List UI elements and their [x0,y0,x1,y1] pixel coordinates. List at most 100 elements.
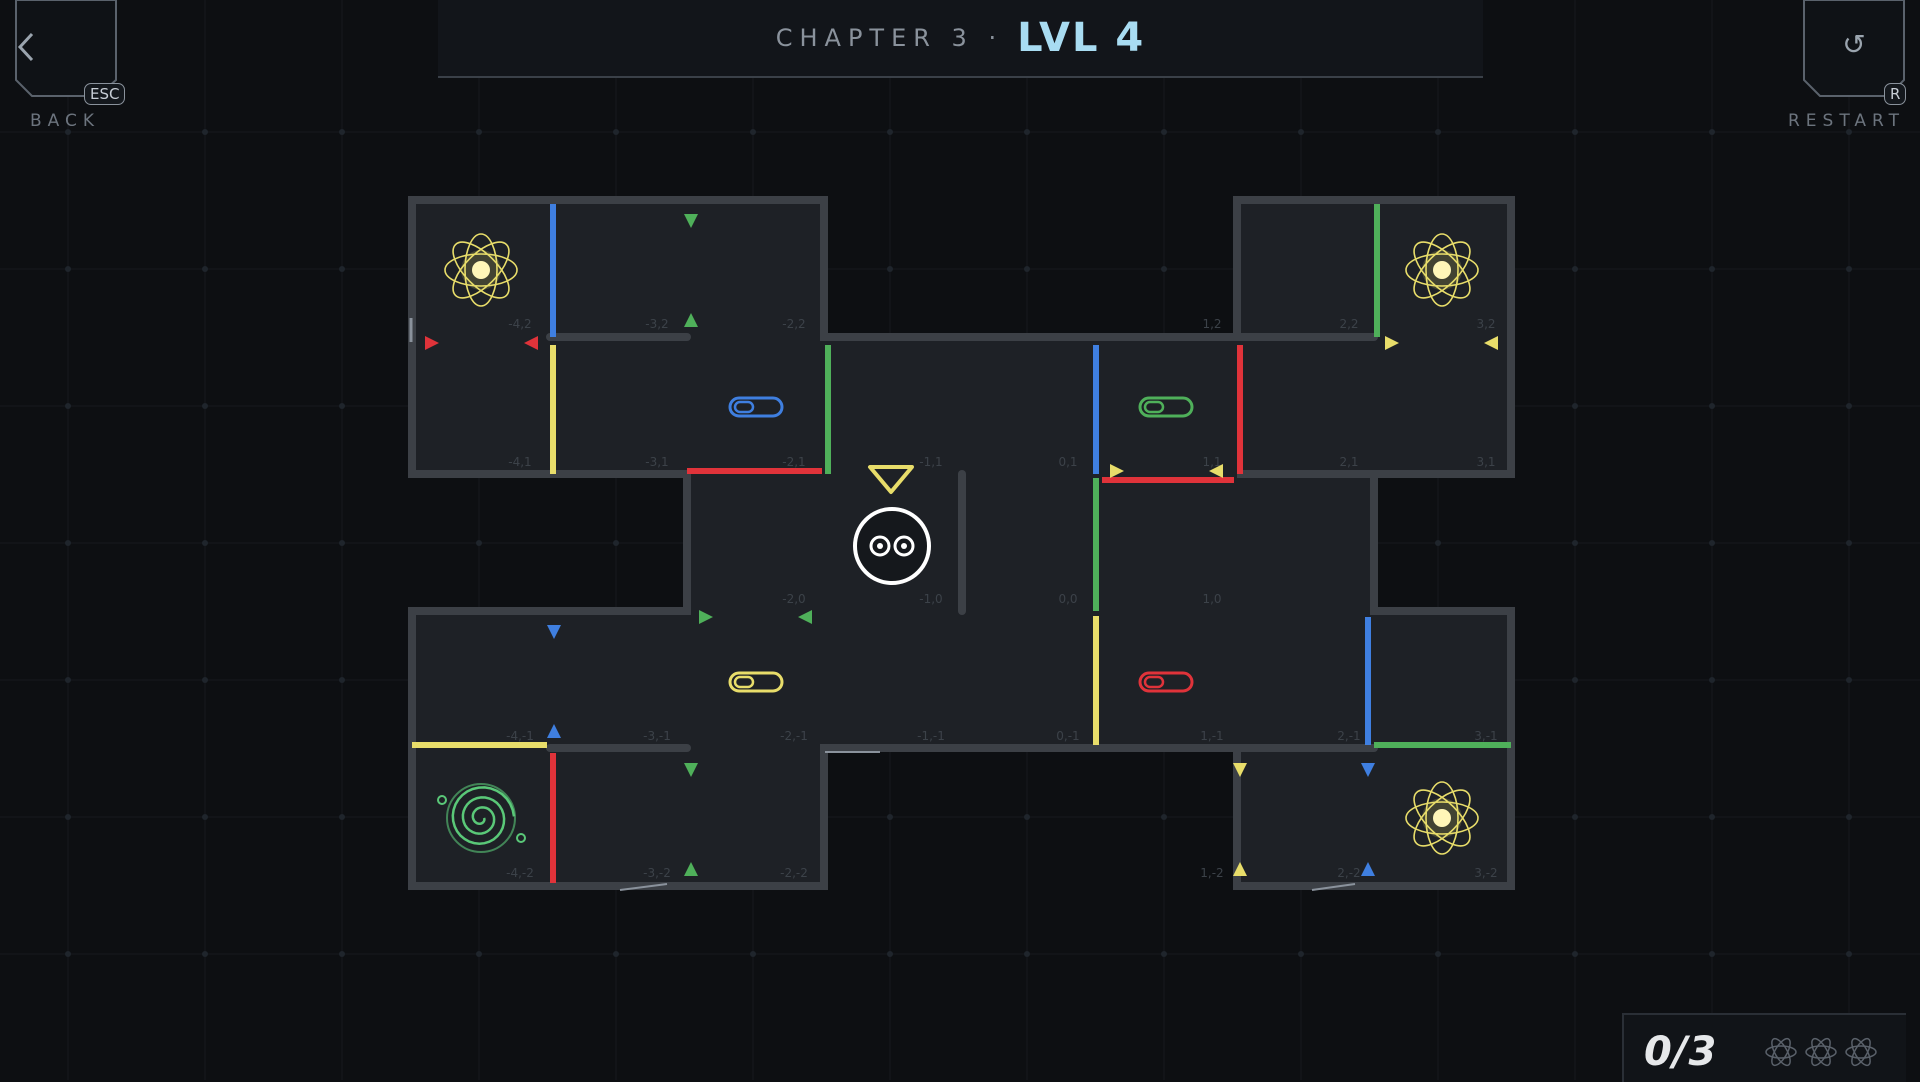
grid-dot [750,951,756,957]
grid-dot [613,951,619,957]
yellow-arrow-left [1209,464,1223,478]
red-arrow-right [425,336,439,350]
atom-slot-icon [1765,1037,1797,1067]
grid-dot [202,814,208,820]
atom-slot-icon [1805,1037,1837,1067]
level-header: CHAPTER 3 · LVL 4 [438,0,1483,78]
grid-dot [613,129,619,135]
grid-dot [476,951,482,957]
grid-dot [1572,814,1578,820]
grid-dot [202,266,208,272]
cell-label: 0,1 [1058,455,1077,469]
grid-dot [339,677,345,683]
grid-dot [65,403,71,409]
cell-label: -3,1 [645,455,668,469]
blue-arrow-down [547,625,561,639]
yellow-arrow-left [1484,336,1498,350]
grid-dot [750,129,756,135]
red-arrow-left [524,336,538,350]
grid-dot [1572,951,1578,957]
grid-dot [202,677,208,683]
atom-ne-icon [1405,233,1479,307]
cell-label: -1,-1 [917,729,945,743]
green-arrow-down [684,763,698,777]
grid-dot [1161,266,1167,272]
grid-dot [887,266,893,272]
cell-label: 0,-1 [1056,729,1079,743]
grid-dot [1846,129,1852,135]
grid-dot [65,266,71,272]
blue-arrow-down [1361,763,1375,777]
red-key-capsule [1138,671,1194,693]
cell-label: -4,1 [508,455,531,469]
grid-dot [1572,129,1578,135]
cell-label: 1,0 [1202,592,1221,606]
cell-label: 1,2 [1202,317,1221,331]
grid-dot [1846,266,1852,272]
spiral-exit-icon [437,783,526,853]
score-counter: 0/3 [1644,1029,1718,1075]
cell-label: 1,1 [1202,455,1221,469]
grid-dot [1298,951,1304,957]
grid-dot [1709,677,1715,683]
cell-label: 0,0 [1058,592,1077,606]
grid-dot [1709,403,1715,409]
green-arrow-up [684,862,698,876]
cell-label: -2,2 [782,317,805,331]
grid-dot [1024,951,1030,957]
green-key-capsule [1138,396,1194,418]
grid-dot [1024,266,1030,272]
green-arrow-right [699,610,713,624]
score-panel: 0/3 [1622,1013,1906,1082]
grid-dot [202,951,208,957]
grid-dot [887,951,893,957]
grid-dot [202,403,208,409]
yellow-arrow-up [1233,862,1247,876]
cell-label: 1,-2 [1200,866,1223,880]
cell-label: 3,-2 [1474,866,1497,880]
grid-dot [1024,814,1030,820]
grid-dot [1846,540,1852,546]
level-label: LVL 4 [1017,15,1146,61]
cell-label: -2,-2 [780,866,808,880]
green-arrow-up [684,313,698,327]
grid-dot [1709,814,1715,820]
restart-label: RESTART [1788,111,1905,131]
cell-label: 2,-1 [1337,729,1360,743]
cell-label: 2,-2 [1337,866,1360,880]
back-label: BACK [30,111,101,131]
cell-label: -4,-2 [506,866,534,880]
grid-dot [65,129,71,135]
cell-label: -1,1 [919,455,942,469]
grid-dot [1161,951,1167,957]
grid-dot [1161,129,1167,135]
atom-nw-icon [444,233,518,307]
wall-crack [1311,883,1356,891]
grid-dot [1572,403,1578,409]
grid-dot [339,129,345,135]
cell-label: 2,2 [1339,317,1358,331]
restart-icon: ↺ [1842,28,1866,61]
cell-label: -1,0 [919,592,942,606]
grid-dot [65,814,71,820]
grid-dot [339,403,345,409]
grid-dot [1572,540,1578,546]
cell-label: 3,1 [1476,455,1495,469]
yellow-arrow-down [1233,763,1247,777]
cell-label: -2,-1 [780,729,808,743]
chapter-label: CHAPTER 3 · [775,24,1004,52]
grid-dot [65,677,71,683]
cell-label: 1,-1 [1200,729,1223,743]
cell-label: -2,1 [782,455,805,469]
grid-dot [1435,951,1441,957]
yellow-arrow-right [1385,336,1399,350]
atom-se-icon [1405,781,1479,855]
grid-dot [1572,677,1578,683]
grid-dot [476,129,482,135]
grid-dot [887,129,893,135]
robot-player [853,507,931,585]
grid-dot [1846,677,1852,683]
blue-arrow-up [547,724,561,738]
goal-triangle-icon [868,465,914,494]
grid-dot [1572,266,1578,272]
